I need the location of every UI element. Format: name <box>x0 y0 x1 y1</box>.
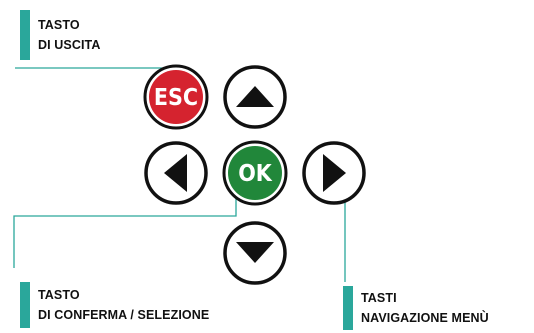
confirm-key-label-line2: DI CONFERMA / SELEZIONE <box>38 308 210 322</box>
left-button[interactable] <box>144 141 208 205</box>
up-button[interactable] <box>223 65 287 129</box>
exit-key-label: TASTO DI USCITA <box>20 10 100 60</box>
ok-button-face <box>228 146 282 200</box>
esc-button-face <box>149 70 203 124</box>
leader-line-ok <box>13 188 237 268</box>
navigation-keys-label-line1: TASTI <box>361 291 397 305</box>
down-button[interactable] <box>223 221 287 285</box>
arrow-left-icon <box>164 154 187 192</box>
accent-bar <box>20 282 30 328</box>
accent-bar <box>20 10 30 60</box>
accent-bar <box>343 286 353 330</box>
esc-button-label: ESC <box>154 85 198 111</box>
navigation-keys-label: TASTI NAVIGAZIONE MENÙ <box>343 286 489 330</box>
navigation-keys-label-line2: NAVIGAZIONE MENÙ <box>361 311 489 325</box>
arrow-right-icon <box>323 154 346 192</box>
confirm-key-label-line1: TASTO <box>38 288 80 302</box>
ok-button-label: OK <box>238 161 273 187</box>
ok-button[interactable]: OK <box>222 140 288 206</box>
exit-key-label-line1: TASTO <box>38 18 80 32</box>
arrow-up-icon <box>236 86 274 107</box>
confirm-key-label: TASTO DI CONFERMA / SELEZIONE <box>20 282 209 328</box>
right-button[interactable] <box>302 141 366 205</box>
exit-key-label-line2: DI USCITA <box>38 38 101 52</box>
esc-button[interactable]: ESC <box>143 64 209 130</box>
arrow-down-icon <box>236 242 274 263</box>
